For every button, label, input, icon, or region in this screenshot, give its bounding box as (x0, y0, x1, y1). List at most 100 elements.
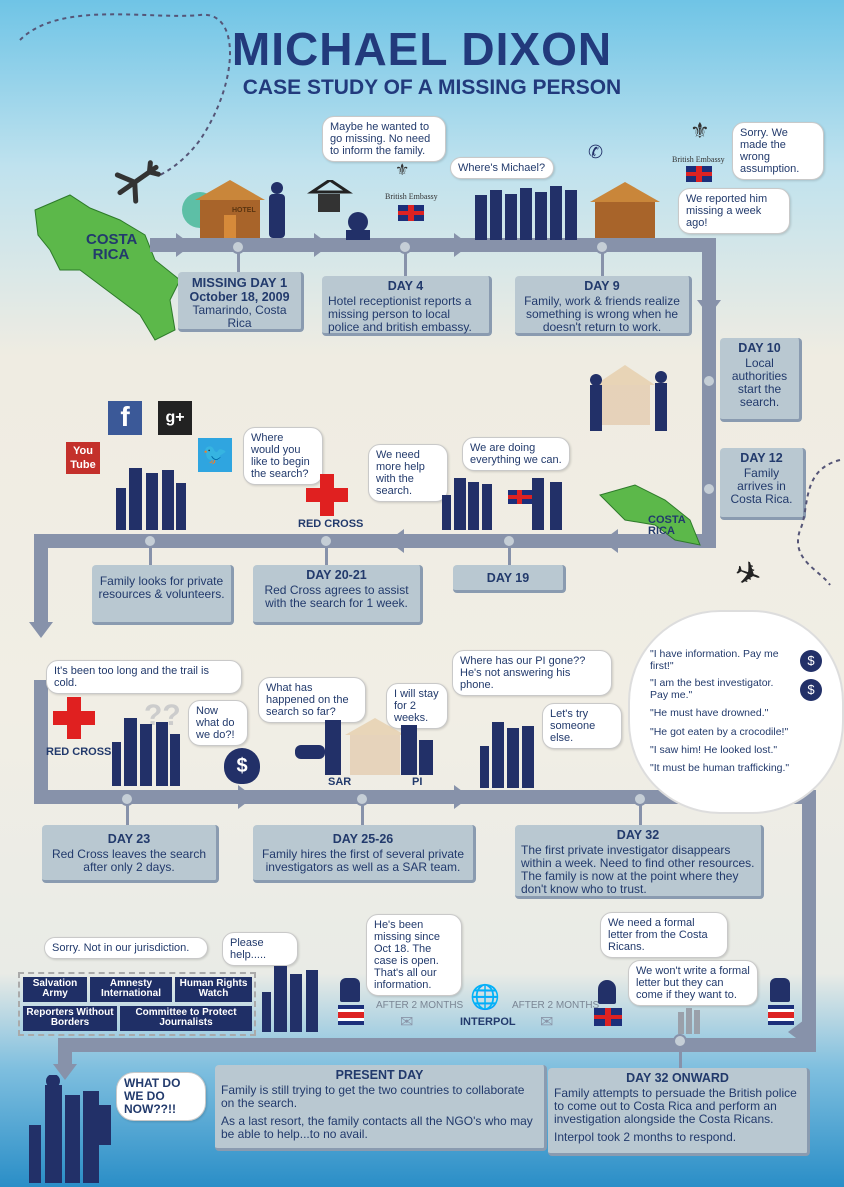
money-bag-icon: $ (800, 679, 822, 701)
arrow-right-icon (454, 785, 470, 809)
costa-rica-label: COSTA RICA (648, 514, 686, 537)
timeline-path (34, 534, 48, 624)
timeline-dot (120, 792, 134, 806)
ngo-committee-protect-journalists: Committee to Protect Journalists (120, 1006, 252, 1031)
speech-bubble: Where has our PI gone?? He's not answeri… (452, 650, 612, 696)
interpol-label: INTERPOL (460, 1016, 516, 1028)
sar-label: SAR (328, 776, 352, 788)
arrow-left-icon (602, 529, 618, 553)
family-group-silhouette (262, 966, 318, 1032)
timeline-path (802, 790, 816, 1052)
british-embassy-label: British Embassy (385, 192, 438, 201)
timeline-dot (231, 240, 245, 254)
hotel-sign: HOTEL (232, 207, 256, 214)
cloud-quote: "He got eaten by a crocodile!" (650, 726, 789, 738)
uk-flag-icon (686, 166, 712, 182)
speech-bubble: Maybe he wanted to go missing. No need t… (322, 116, 446, 162)
costa-rica-flag-icon (768, 1005, 794, 1025)
costa-rica-map (599, 484, 701, 546)
uk-flag-icon (594, 1008, 622, 1026)
timeline-path (34, 680, 48, 804)
speech-bubble: We reported him missing a week ago! (678, 188, 790, 234)
family-and-police-silhouettes (442, 478, 562, 530)
row1-illustrations (182, 180, 660, 240)
hotel-icon (182, 180, 265, 238)
speech-bubble: Sorry. Not in our jurisdiction. (44, 937, 208, 959)
costa-rica-flag-icon (338, 1005, 364, 1025)
event-day-19: DAY 19 (453, 565, 566, 593)
person-silhouette (269, 182, 285, 238)
timeline-dot (673, 1034, 687, 1048)
envelope-icon: ✉ (540, 1014, 554, 1031)
flight-path-decoration (797, 459, 841, 586)
arrow-down-icon (29, 622, 53, 638)
speech-bubble: WHAT DO WE DO NOW??!! (116, 1072, 206, 1121)
cloud-quote: "I have information. Pay me first!" (650, 648, 779, 672)
cloud-quote: "It must be human trafficking." (650, 762, 790, 774)
receptionist-icon (346, 212, 370, 240)
family-group-silhouette (116, 468, 186, 530)
arrow-down-icon (53, 1064, 77, 1080)
police-officer-icon (770, 978, 790, 1002)
speech-bubble: Where would you like to begin the search… (243, 427, 323, 485)
flight-path-decoration (19, 13, 231, 204)
timeline-path (58, 1038, 72, 1068)
speech-bubble: We need more help with the search. (368, 444, 448, 502)
money-bag-icon: $ (224, 748, 260, 784)
cloud-quote: "I am the best investigator. Pay me." (650, 677, 774, 701)
speech-bubble: Where's Michael? (450, 157, 554, 179)
arrow-down-icon (697, 300, 721, 316)
pi-label: PI (412, 776, 423, 788)
costa-rica-label: COSTA RICA (86, 231, 138, 263)
speech-bubble: He's been missing since Oct 18. The case… (366, 914, 462, 996)
family-group-silhouette (112, 718, 180, 786)
uk-flag-icon (398, 205, 424, 221)
scammer-quotes-cloud (630, 612, 842, 812)
after-2-months-label: AFTER 2 MONTHS (376, 1000, 464, 1011)
speech-bubble: Sorry. We made the wrong assumption. (732, 122, 824, 180)
speech-bubble: Now what do we do?! (188, 700, 248, 746)
timeline-dot (355, 792, 369, 806)
google-plus-icon: g+ (158, 401, 192, 435)
airplane-icon: ✈ (729, 552, 768, 596)
timeline-dot (702, 374, 716, 388)
family-group-silhouette (475, 186, 577, 240)
timeline-dot (319, 534, 333, 548)
red-cross-label: RED CROSS (298, 518, 364, 530)
speech-bubble: We are doing everything we can. (462, 437, 570, 471)
timeline-dot (702, 482, 716, 496)
airplane-icon (114, 160, 161, 204)
ngo-amnesty-international: Amnesty International (90, 977, 172, 1002)
speech-bubble: We won't write a formal letter but they … (628, 960, 758, 1006)
timeline-dot (502, 534, 516, 548)
timeline-dot (595, 240, 609, 254)
money-bag-icon: $ (800, 650, 822, 672)
ngo-list (18, 972, 256, 1036)
arrow-left-icon (788, 1020, 804, 1044)
hotel-icon (590, 182, 660, 238)
timeline-dot (633, 792, 647, 806)
ngo-salvation-army: Salvation Army (23, 977, 87, 1002)
page-title: MICHAEL DIXON (231, 23, 613, 75)
british-police-helmet-icon (598, 980, 616, 1004)
cloud-quote: "He must have drowned." (650, 707, 769, 719)
speech-bubble: It's been too long and the trail is cold… (46, 660, 242, 694)
interpol-logo-icon: 🌐 (470, 984, 500, 1011)
house-police-icon (307, 180, 353, 212)
ngo-reporters-without-borders: Reporters Without Borders (23, 1006, 117, 1031)
arrow-right-icon (314, 233, 330, 257)
youtube-icon: You Tube (66, 442, 100, 474)
family-group-faded (678, 1008, 700, 1034)
red-cross-icon (53, 697, 95, 739)
arrow-right-icon (454, 233, 470, 257)
